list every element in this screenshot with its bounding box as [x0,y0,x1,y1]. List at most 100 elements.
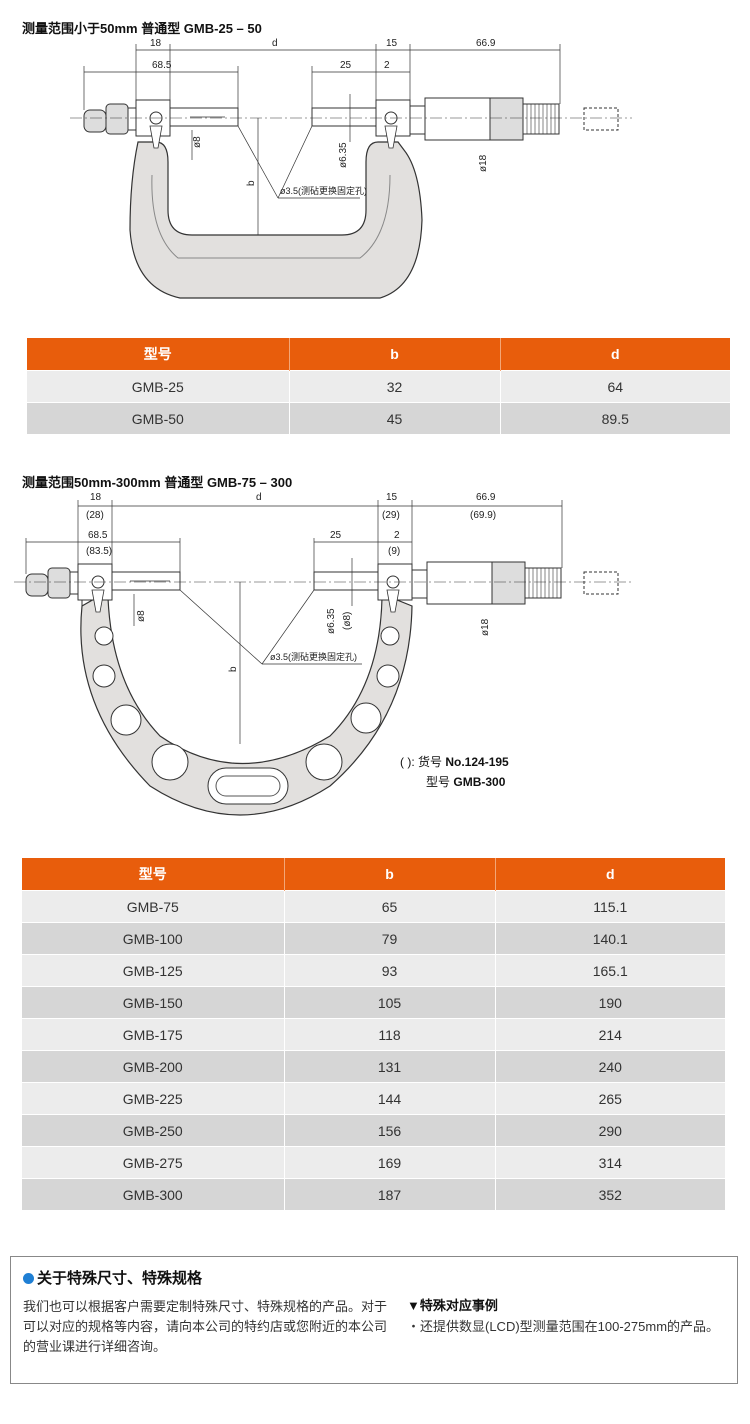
dim-b: b [246,180,257,186]
cell-d: 140.1 [495,922,725,955]
cell-model: GMB-175 [22,1018,285,1051]
dim-68-5: 68.5 [152,60,172,71]
table-header-row: 型号 b d [27,338,730,371]
section2-title: 测量范围50mm-300mm 普通型 GMB-75 – 300 [22,475,293,490]
header-model: 型号 [27,338,290,371]
dim-66-9: 66.9 [476,38,496,49]
note-body: 我们也可以根据客户需要定制特殊尺寸、特殊规格的产品。对于可以对应的规格等内容，请… [23,1299,388,1354]
dim-2-alt: (9) [388,546,400,557]
cell-b: 118 [284,1018,496,1051]
cell-d: 89.5 [500,402,730,434]
cell-b: 45 [289,402,501,434]
dim-18: 18 [150,38,162,49]
cell-d: 352 [495,1178,725,1210]
dim-25: 25 [330,530,342,541]
dim-hole: ø3.5(测砧更换固定孔) [280,185,367,196]
dim-66-9-alt: (69.9) [470,510,496,521]
micrometer-diagram-large: 18 (28) d 15 (29) 66.9 (69.9) 68.5 (83.5… [14,492,632,816]
cell-b: 169 [284,1146,496,1179]
note-title: 关于特殊尺寸、特殊规格 [23,1267,202,1288]
cell-d: 214 [495,1018,725,1051]
table-header-row: 型号 b d [22,858,725,891]
legend-value-2: GMB-300 [453,775,506,789]
cell-model: GMB-75 [22,890,285,923]
dim-phi6-35: ø6.35 [338,142,349,168]
dim-phi6-35: ø6.35 [326,608,337,634]
table-row: GMB-50 45 89.5 [27,402,730,434]
dim-15: 15 [386,492,398,503]
cell-b: 79 [284,922,496,955]
dim-15: 15 [386,38,398,49]
dim-d: d [256,492,262,503]
special-order-note: 关于特殊尺寸、特殊规格 我们也可以根据客户需要定制特殊尺寸、特殊规格的产品。对于… [10,1256,738,1384]
cell-b: 156 [284,1114,496,1147]
cell-model: GMB-300 [22,1178,285,1210]
note-examples-title: ▼特殊对应事例 [407,1298,498,1313]
dim-18: 18 [90,492,102,503]
header-d: d [500,338,730,371]
bullet-dot-icon [23,1273,34,1284]
dim-phi8: ø8 [192,136,203,148]
dim-phi18: ø18 [478,154,489,172]
cell-b: 131 [284,1050,496,1083]
cell-b: 105 [284,986,496,1019]
cell-model: GMB-100 [22,922,285,955]
cell-d: 265 [495,1082,725,1115]
dim-68-5: 68.5 [88,530,108,541]
cell-d: 165.1 [495,954,725,987]
dim-66-9: 66.9 [476,492,496,503]
cell-model: GMB-25 [27,370,290,403]
cell-d: 314 [495,1146,725,1179]
legend-note: ( ): 货号 No.124-195 型号 GMB-300 [400,752,509,792]
cell-model: GMB-250 [22,1114,285,1147]
table-row: GMB-25 32 64 [27,370,730,403]
dim-d: d [272,38,278,49]
note-examples-item: ・还提供数显(LCD)型测量范围在100-275mm的产品。 [407,1319,720,1334]
dim-15-alt: (29) [382,510,400,521]
note-title-text: 关于特殊尺寸、特殊规格 [37,1270,203,1287]
cell-model: GMB-275 [22,1146,285,1179]
spec-table-small: 型号 b d GMB-25 32 64 GMB-50 45 89.5 [27,338,730,434]
dim-hole: ø3.5(测砧更换固定孔) [270,651,357,662]
header-b: b [284,858,496,891]
dim-b: b [228,666,239,672]
header-b: b [289,338,501,371]
cell-model: GMB-225 [22,1082,285,1115]
micrometer-diagram-small: 18 d 15 66.9 68.5 25 2 ø8 ø6.35 ø18 b ø3… [70,38,632,299]
cell-d: 240 [495,1050,725,1083]
header-model: 型号 [22,858,285,891]
dim-phi18: ø18 [480,618,491,636]
cell-b: 65 [284,890,496,923]
cell-d: 64 [500,370,730,403]
dim-2: 2 [394,530,400,541]
cell-b: 32 [289,370,501,403]
dim-phi8: ø8 [136,610,147,622]
dim-18-alt: (28) [86,510,104,521]
cell-b: 144 [284,1082,496,1115]
legend-prefix-1: ( ): 货号 [400,755,442,769]
cell-model: GMB-50 [27,402,290,434]
header-d: d [495,858,725,891]
cell-d: 190 [495,986,725,1019]
note-examples: ▼特殊对应事例 ・还提供数显(LCD)型测量范围在100-275mm的产品。 [407,1297,737,1336]
dim-68-5-alt: (83.5) [86,546,112,557]
dim-phi6-35-alt: (ø8) [342,612,353,630]
legend-prefix-2: 型号 [426,775,451,789]
cell-model: GMB-200 [22,1050,285,1083]
dim-25: 25 [340,60,352,71]
cell-model: GMB-125 [22,954,285,987]
legend-value-1: No.124-195 [445,755,509,769]
cell-b: 187 [284,1178,496,1210]
cell-model: GMB-150 [22,986,285,1019]
cell-d: 290 [495,1114,725,1147]
